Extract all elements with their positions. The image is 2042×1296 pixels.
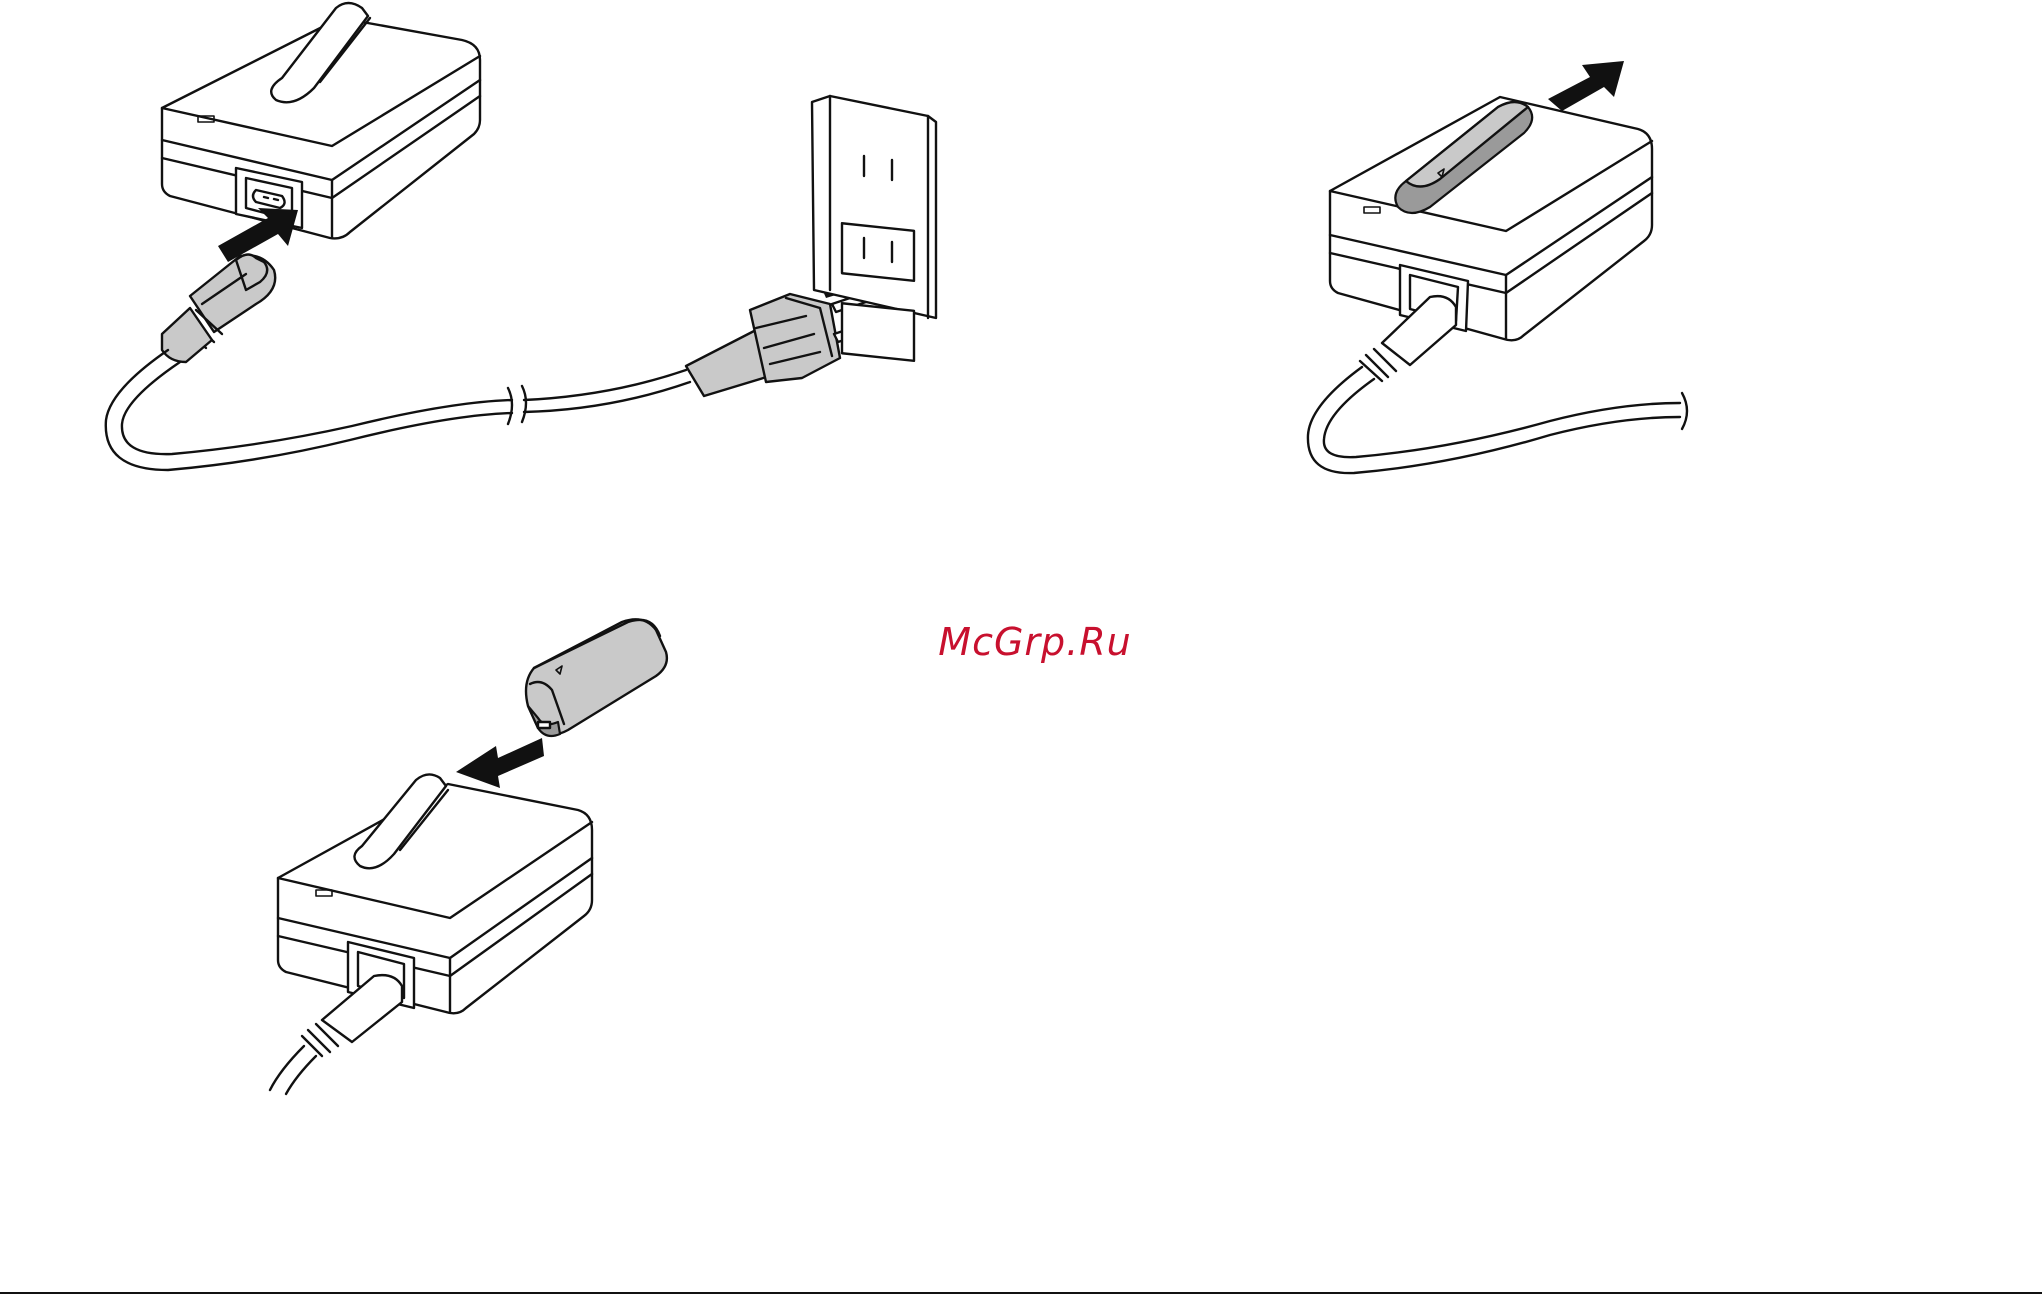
wall-plug-icon	[686, 294, 868, 396]
watermark-text: McGrp.Ru	[920, 620, 1150, 664]
charger-icon	[1330, 97, 1652, 381]
bottom-rule	[0, 1292, 2042, 1294]
charger-power-cord-wall-outlet-icon	[50, 0, 950, 485]
insert-battery-illustration	[260, 600, 700, 1070]
arrow-icon	[456, 738, 544, 788]
charger-icon	[278, 774, 592, 1056]
remove-battery-illustration	[1280, 25, 1750, 500]
battery-icon	[526, 619, 667, 736]
appliance-plug-icon	[162, 254, 275, 362]
charger-icon	[162, 3, 480, 238]
connect-power-illustration	[50, 0, 950, 485]
charger-battery-removal-icon	[1280, 25, 1750, 500]
arrow-icon	[1548, 61, 1624, 111]
charger-battery-insertion-icon	[260, 600, 700, 1070]
